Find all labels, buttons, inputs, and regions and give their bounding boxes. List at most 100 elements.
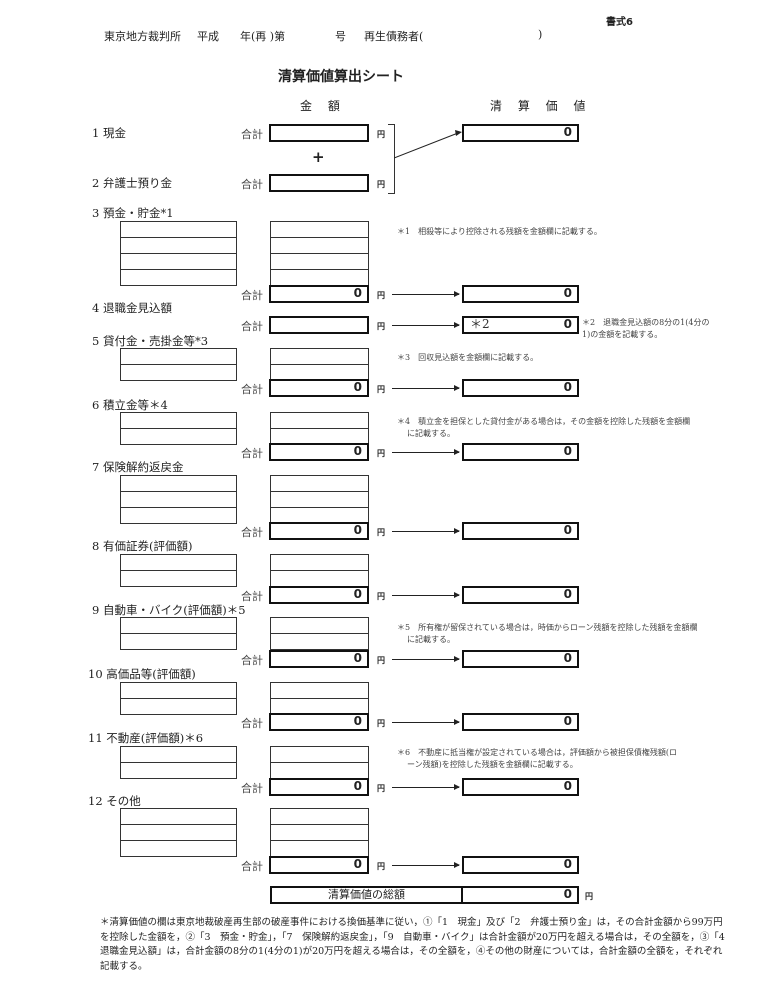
- section-total-field[interactable]: [269, 124, 369, 142]
- item-name-field[interactable]: [120, 237, 237, 254]
- item-name-field[interactable]: [120, 412, 237, 429]
- total-label: 合計: [241, 782, 263, 795]
- grand-total-value[interactable]: 0: [461, 886, 579, 904]
- section-label: 1 現金: [92, 126, 126, 140]
- amount-column-header: 金 額: [300, 99, 346, 113]
- section-total-field[interactable]: 0: [269, 522, 369, 540]
- section-total-field[interactable]: 0: [269, 713, 369, 731]
- item-name-field[interactable]: [120, 698, 237, 715]
- liquidation-value-field[interactable]: 0: [462, 856, 579, 874]
- yen-unit: 円: [377, 322, 385, 331]
- arrow-icon: [392, 291, 460, 297]
- debtor-label[interactable]: 再生債務者(: [364, 30, 424, 43]
- item-name-field[interactable]: [120, 428, 237, 445]
- item-amount-field[interactable]: [270, 237, 369, 254]
- item-name-field[interactable]: [120, 364, 237, 381]
- item-amount-field[interactable]: [270, 253, 369, 270]
- court-name: 東京地方裁判所: [104, 30, 181, 43]
- liquidation-value-field[interactable]: 0: [462, 778, 579, 796]
- arrow-icon: [392, 592, 460, 598]
- section-label: 10 高価品等(評価額): [88, 667, 196, 681]
- section-total-field[interactable]: [269, 316, 369, 334]
- section-total-field[interactable]: 0: [269, 285, 369, 303]
- item-name-field[interactable]: [120, 808, 237, 825]
- yen-unit: 円: [377, 784, 385, 793]
- section-label: 9 自動車・バイク(評価額)＊5: [92, 603, 246, 617]
- item-amount-field[interactable]: [270, 348, 369, 365]
- note-3: ＊3 回収見込額を金額欄に記載する。: [397, 353, 539, 362]
- note-4: ＊4 積立金を担保とした貸付金がある場合は，その金額を控除した残額を金額欄に記載…: [397, 417, 691, 438]
- item-name-field[interactable]: [120, 491, 237, 508]
- item-amount-field[interactable]: [270, 221, 369, 238]
- arrow-icon: [392, 719, 460, 725]
- total-label: 合計: [241, 860, 263, 873]
- item-name-field[interactable]: [120, 253, 237, 270]
- era: 平成: [197, 30, 219, 43]
- yen-unit: 円: [377, 449, 385, 458]
- item-amount-field[interactable]: [270, 840, 369, 857]
- total-label: 合計: [241, 178, 263, 191]
- item-amount-field[interactable]: [270, 808, 369, 825]
- item-name-field[interactable]: [120, 617, 237, 634]
- section-total-field[interactable]: 0: [269, 650, 369, 668]
- section-label: 8 有価証券(評価額): [92, 539, 193, 553]
- item-amount-field[interactable]: [270, 824, 369, 841]
- form-number: 書式6: [606, 17, 633, 28]
- item-amount-field[interactable]: [270, 570, 369, 587]
- item-name-field[interactable]: [120, 682, 237, 699]
- liquidation-value-field[interactable]: 0: [462, 285, 579, 303]
- case-year[interactable]: 年(再 )第: [240, 30, 286, 43]
- cash-liquidation-value[interactable]: 0: [462, 124, 579, 142]
- item-amount-field[interactable]: [270, 491, 369, 508]
- item-amount-field[interactable]: [270, 746, 369, 763]
- section-total-field[interactable]: 0: [269, 443, 369, 461]
- item-name-field[interactable]: [120, 570, 237, 587]
- item-name-field[interactable]: [120, 269, 237, 286]
- item-amount-field[interactable]: [270, 412, 369, 429]
- item-amount-field[interactable]: [270, 762, 369, 779]
- yen-unit: 円: [377, 592, 385, 601]
- liquidation-value-field[interactable]: 0: [462, 443, 579, 461]
- yen-unit: 円: [377, 130, 385, 139]
- section-label: 11 不動産(評価額)＊6: [88, 731, 204, 745]
- item-amount-field[interactable]: [270, 617, 369, 634]
- liquidation-value-field[interactable]: 0＊2: [462, 316, 579, 334]
- item-amount-field[interactable]: [270, 633, 369, 650]
- section-total-field[interactable]: 0: [269, 778, 369, 796]
- item-name-field[interactable]: [120, 507, 237, 524]
- item-amount-field[interactable]: [270, 475, 369, 492]
- item-name-field[interactable]: [120, 554, 237, 571]
- section-total-field[interactable]: [269, 174, 369, 192]
- total-label: 合計: [241, 289, 263, 302]
- item-amount-field[interactable]: [270, 269, 369, 286]
- section-label: 7 保険解約返戻金: [92, 460, 184, 474]
- liquidation-value-field[interactable]: 0: [462, 379, 579, 397]
- section-total-field[interactable]: 0: [269, 586, 369, 604]
- yen-unit: 円: [377, 180, 385, 189]
- item-amount-field[interactable]: [270, 682, 369, 699]
- bracket: [388, 124, 395, 194]
- section-total-field[interactable]: 0: [269, 856, 369, 874]
- item-amount-field[interactable]: [270, 554, 369, 571]
- item-name-field[interactable]: [120, 840, 237, 857]
- item-name-field[interactable]: [120, 221, 237, 238]
- debtor-close: ): [538, 28, 543, 41]
- item-name-field[interactable]: [120, 762, 237, 779]
- item-name-field[interactable]: [120, 824, 237, 841]
- bracket-arrow: [394, 130, 462, 159]
- item-name-field[interactable]: [120, 475, 237, 492]
- liquidation-value-field[interactable]: 0: [462, 586, 579, 604]
- section-label: 6 積立金等＊4: [92, 398, 168, 412]
- item-name-field[interactable]: [120, 633, 237, 650]
- item-name-field[interactable]: [120, 746, 237, 763]
- liquidation-value-field[interactable]: 0: [462, 650, 579, 668]
- section-total-field[interactable]: 0: [269, 379, 369, 397]
- total-label: 合計: [241, 447, 263, 460]
- total-label: 合計: [241, 526, 263, 539]
- note-2: ＊2 退職金見込額の8分の1(4分の1)の金額を記載する。: [582, 318, 710, 339]
- liquidation-value-field[interactable]: 0: [462, 713, 579, 731]
- yen-unit: 円: [377, 862, 385, 871]
- liquidation-value-field[interactable]: 0: [462, 522, 579, 540]
- item-name-field[interactable]: [120, 348, 237, 365]
